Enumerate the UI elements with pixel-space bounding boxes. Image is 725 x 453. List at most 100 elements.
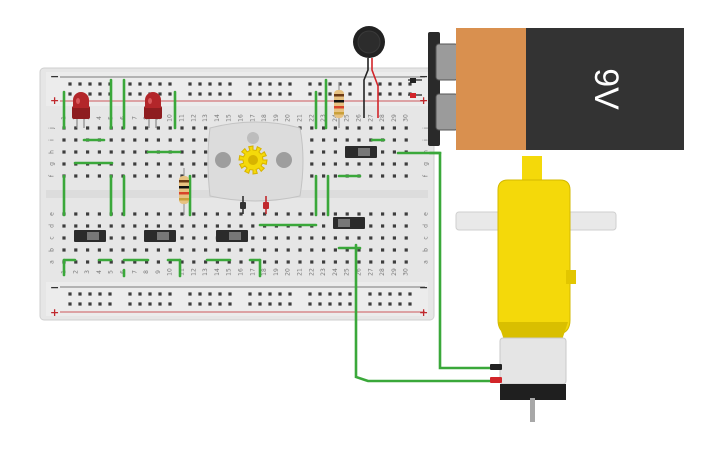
breadboard-hole[interactable] (74, 248, 78, 252)
motor-wires[interactable] (354, 151, 492, 383)
rail-hole[interactable] (158, 302, 162, 306)
rail-hole[interactable] (248, 92, 252, 96)
rail-hole[interactable] (268, 302, 272, 306)
breadboard-hole[interactable] (369, 212, 373, 216)
rail-hole[interactable] (388, 302, 392, 306)
rail-hole[interactable] (198, 82, 202, 86)
rail-hole[interactable] (218, 82, 222, 86)
rail-hole[interactable] (288, 82, 292, 86)
rail-hole[interactable] (188, 292, 192, 296)
rail-hole[interactable] (138, 82, 142, 86)
breadboard-hole[interactable] (192, 224, 196, 228)
rail-hole[interactable] (208, 92, 212, 96)
rail-hole[interactable] (338, 82, 342, 86)
breadboard-hole[interactable] (345, 126, 349, 130)
led-2[interactable] (144, 92, 162, 128)
breadboard-hole[interactable] (204, 138, 208, 142)
rail-hole[interactable] (168, 92, 172, 96)
breadboard-hole[interactable] (333, 236, 337, 240)
rail-hole[interactable] (148, 82, 152, 86)
breadboard-hole[interactable] (204, 162, 208, 166)
breadboard-hole[interactable] (251, 236, 255, 240)
rail-hole[interactable] (68, 292, 72, 296)
breadboard-hole[interactable] (392, 248, 396, 252)
rail-hole[interactable] (368, 302, 372, 306)
rail-hole[interactable] (258, 302, 262, 306)
rail-hole[interactable] (408, 292, 412, 296)
breadboard-hole[interactable] (97, 212, 101, 216)
rail-hole[interactable] (378, 82, 382, 86)
rail-hole[interactable] (88, 292, 92, 296)
jumper-wires[interactable] (62, 78, 386, 278)
rail-hole[interactable] (348, 82, 352, 86)
rail-hole[interactable] (168, 292, 172, 296)
rail-hole[interactable] (248, 292, 252, 296)
breadboard-hole[interactable] (381, 260, 385, 264)
breadboard-hole[interactable] (156, 224, 160, 228)
breadboard-hole[interactable] (204, 248, 208, 252)
rail-hole[interactable] (208, 292, 212, 296)
breadboard-hole[interactable] (263, 212, 267, 216)
breadboard-hole[interactable] (145, 248, 149, 252)
breadboard-hole[interactable] (404, 138, 408, 142)
breadboard-hole[interactable] (192, 174, 196, 178)
breadboard-hole[interactable] (86, 224, 90, 228)
breadboard-hole[interactable] (239, 212, 243, 216)
rail-hole[interactable] (158, 82, 162, 86)
breadboard-hole[interactable] (180, 224, 184, 228)
breadboard-hole[interactable] (145, 260, 149, 264)
breadboard-hole[interactable] (168, 212, 172, 216)
breadboard-hole[interactable] (381, 126, 385, 130)
breadboard-hole[interactable] (215, 224, 219, 228)
breadboard-hole[interactable] (97, 224, 101, 228)
breadboard-hole[interactable] (97, 248, 101, 252)
breadboard-hole[interactable] (156, 212, 160, 216)
rail-hole[interactable] (188, 302, 192, 306)
rail-hole[interactable] (258, 92, 262, 96)
breadboard-hole[interactable] (392, 138, 396, 142)
rail-hole[interactable] (308, 292, 312, 296)
breadboard-hole[interactable] (145, 150, 149, 154)
breadboard-hole[interactable] (404, 212, 408, 216)
breadboard-hole[interactable] (310, 248, 314, 252)
breadboard-hole[interactable] (310, 150, 314, 154)
rail-hole[interactable] (218, 292, 222, 296)
rail-hole[interactable] (398, 82, 402, 86)
breadboard-hole[interactable] (369, 174, 373, 178)
breadboard-hole[interactable] (121, 236, 125, 240)
breadboard-hole[interactable] (404, 126, 408, 130)
breadboard-hole[interactable] (333, 260, 337, 264)
breadboard-hole[interactable] (227, 224, 231, 228)
rail-hole[interactable] (378, 302, 382, 306)
breadboard-hole[interactable] (404, 224, 408, 228)
breadboard-hole[interactable] (404, 174, 408, 178)
breadboard-hole[interactable] (227, 248, 231, 252)
breadboard-hole[interactable] (286, 212, 290, 216)
breadboard-hole[interactable] (133, 212, 137, 216)
breadboard-hole[interactable] (97, 174, 101, 178)
breadboard-hole[interactable] (121, 162, 125, 166)
breadboard-hole[interactable] (192, 126, 196, 130)
breadboard-hole[interactable] (109, 224, 113, 228)
breadboard-hole[interactable] (180, 174, 184, 178)
breadboard-hole[interactable] (145, 212, 149, 216)
breadboard-hole[interactable] (121, 224, 125, 228)
rail-hole[interactable] (138, 92, 142, 96)
switch-slider[interactable] (358, 148, 370, 156)
slide-switch-5[interactable] (333, 217, 365, 229)
breadboard-hole[interactable] (62, 150, 66, 154)
rail-hole[interactable] (128, 82, 132, 86)
breadboard-hole[interactable] (86, 126, 90, 130)
rail-hole[interactable] (378, 92, 382, 96)
breadboard-hole[interactable] (168, 126, 172, 130)
yellow-gear-motor-icon[interactable] (455, 156, 617, 422)
rail-hole[interactable] (68, 302, 72, 306)
breadboard-hole[interactable] (310, 212, 314, 216)
breadboard-hole[interactable] (310, 138, 314, 142)
rail-hole[interactable] (158, 92, 162, 96)
wire-to-motor-2[interactable] (354, 243, 492, 383)
breadboard-hole[interactable] (180, 212, 184, 216)
breadboard-hole[interactable] (62, 248, 66, 252)
breadboard-hole[interactable] (333, 126, 337, 130)
rail-hole[interactable] (278, 92, 282, 96)
